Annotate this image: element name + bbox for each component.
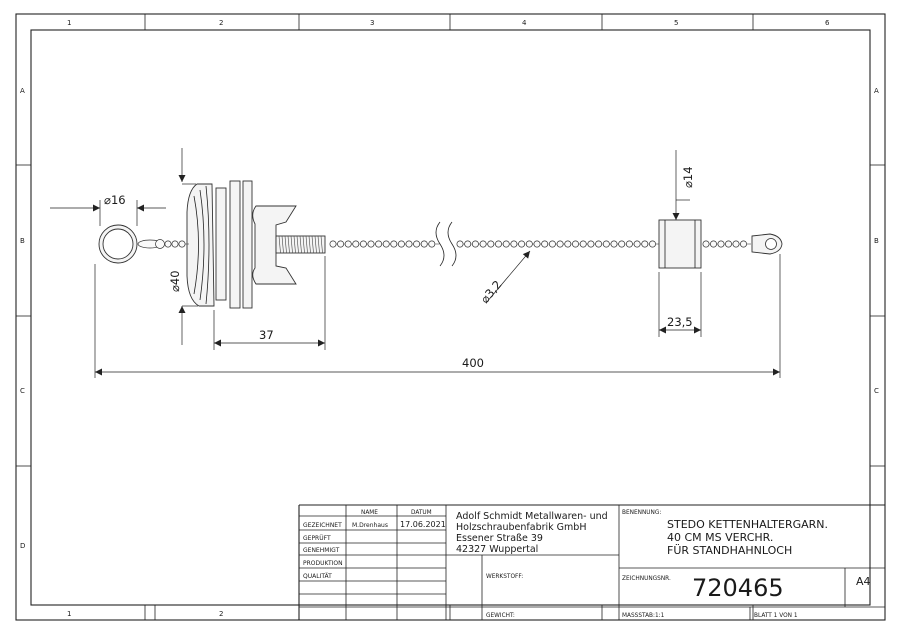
title-line: STEDO KETTENHALTERGARN.	[667, 518, 828, 531]
zone-row-label: C	[874, 387, 879, 395]
zeichnungsnr-label: ZEICHNUNGSNR.	[622, 576, 671, 582]
svg-text:⌀3,2: ⌀3,2	[478, 278, 505, 306]
zone-row-label: B	[874, 237, 879, 245]
shaft-threads	[278, 235, 323, 254]
dimension-ring-dia: ⌀16	[50, 193, 166, 226]
massstab: MASSSTAB:1:1	[622, 613, 665, 619]
zone-column-label: 1	[67, 19, 71, 27]
dimension-plug-dia: ⌀40	[168, 148, 198, 345]
chain-ring-inner	[102, 228, 134, 260]
company-line: Adolf Schmidt Metallwaren- und	[456, 511, 608, 522]
inner-frame	[30, 29, 871, 606]
drawn-by: M.Drenhaus	[352, 522, 388, 529]
row-label: PRODUKTION	[303, 560, 343, 567]
row-label: GEZEICHNET	[303, 522, 342, 529]
title-line: 40 CM MS VERCHR.	[667, 531, 773, 544]
row-label: GENEHMIGT	[303, 547, 340, 554]
row-label: QUALITÄT	[303, 573, 332, 580]
dimension-weight-dia: ⌀14	[672, 150, 695, 220]
zone-column-label: 4	[522, 19, 527, 27]
zone-row-label: C	[20, 387, 25, 395]
zone-column-label: 6	[825, 19, 830, 27]
zone-column-label: 5	[674, 19, 678, 27]
title-block: NAME DATUM GEZEICHNET GEPRÜFT GENEHMIGT …	[154, 504, 885, 620]
chain-end-clip	[751, 233, 783, 255]
zone-row-label: D	[20, 542, 25, 550]
chain-weight	[658, 219, 702, 269]
svg-text:⌀14: ⌀14	[681, 166, 695, 188]
header-date: DATUM	[411, 510, 432, 516]
company-line: 42327 Wuppertal	[456, 544, 538, 555]
zone-column-label: 3	[370, 19, 374, 27]
svg-text:400: 400	[462, 356, 484, 370]
svg-text:37: 37	[259, 328, 274, 342]
zone-ticks	[16, 14, 885, 620]
stopper-plug	[186, 180, 297, 309]
header-name: NAME	[361, 510, 378, 516]
svg-text:⌀40: ⌀40	[168, 270, 182, 292]
zone-row-label: B	[20, 237, 25, 245]
zone-row-label: A	[874, 87, 879, 95]
werkstoff-label: WERKSTOFF:	[486, 574, 523, 580]
dimension-total-length: 400	[94, 254, 781, 378]
outer-frame	[15, 13, 886, 621]
company-line: Essener Straße 39	[456, 533, 543, 544]
zone-column-label: 2	[219, 19, 223, 27]
zone-row-label: A	[20, 87, 25, 95]
title-line: FÜR STANDHAHNLOCH	[667, 544, 792, 557]
company-line: Holzschraubenfabrik GmbH	[456, 522, 586, 533]
gewicht-label: GEWICHT:	[486, 613, 515, 619]
row-label: GEPRÜFT	[303, 535, 331, 542]
dimension-shaft-length: 37	[213, 256, 326, 350]
blatt: BLATT 1 VON 1	[754, 613, 798, 619]
format-size: A4	[856, 575, 871, 588]
ball-chain	[164, 240, 751, 248]
dimension-weight-length: 23,5	[658, 272, 702, 337]
benennung-label: BENENNUNG:	[622, 510, 661, 516]
dimension-bead-dia: ⌀3,2	[478, 250, 531, 306]
zone-column-label: 1	[67, 610, 71, 618]
svg-text:23,5: 23,5	[667, 315, 693, 329]
chain-break-symbol	[435, 221, 457, 267]
zone-column-label: 2	[219, 610, 223, 618]
drawn-date: 17.06.2021	[400, 520, 446, 529]
ring-connector	[155, 239, 165, 249]
drawing-number: 720465	[692, 574, 784, 602]
svg-text:⌀16: ⌀16	[104, 193, 126, 207]
